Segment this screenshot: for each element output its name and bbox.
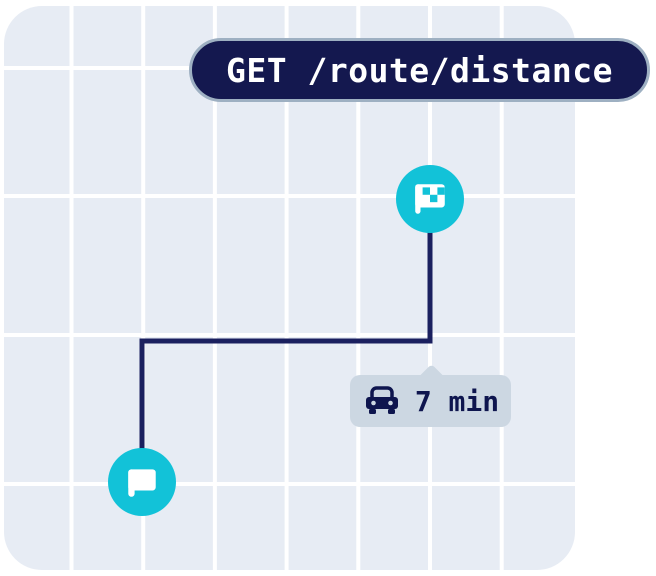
car-icon	[365, 386, 398, 414]
duration-tooltip: 7 min	[350, 364, 511, 427]
endpoint-badge: GET /route/distance	[189, 38, 650, 102]
flag-icon	[128, 469, 156, 497]
checkered-flag-icon	[415, 184, 445, 214]
origin-marker	[108, 448, 176, 516]
duration-label: 7 min	[414, 384, 500, 418]
destination-marker	[396, 165, 464, 233]
endpoint-label: GET /route/distance	[226, 50, 613, 90]
